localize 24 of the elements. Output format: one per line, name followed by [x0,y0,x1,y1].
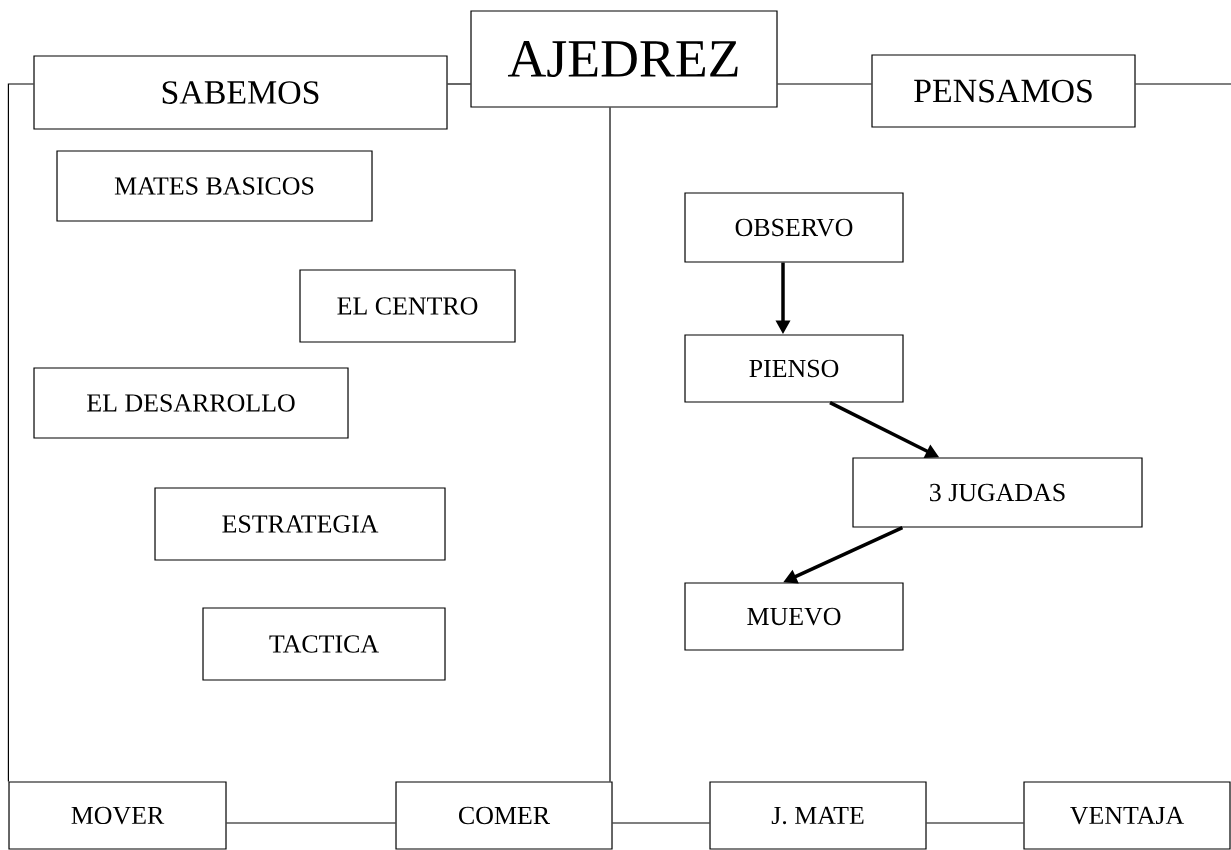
connector-line [226,822,396,824]
heading-box: PENSAMOS [871,54,1136,128]
connector-line [777,83,872,85]
concept-box: PIENSO [684,334,904,403]
connector-line [926,822,1024,824]
connector-line [1135,83,1231,85]
heading-box: SABEMOS [33,55,448,130]
connector-line [609,107,611,782]
title-box: AJEDREZ [470,10,778,108]
connector-line [447,83,471,85]
concept-box: VENTAJA [1023,781,1231,850]
concept-box: J. MATE [709,781,927,850]
concept-box: 3 JUGADAS [852,457,1143,528]
concept-box: MUEVO [684,582,904,651]
concept-box: ESTRATEGIA [154,487,446,561]
concept-box: TACTICA [202,607,446,681]
concept-box: EL DESARROLLO [33,367,349,439]
concept-box: OBSERVO [684,192,904,263]
concept-box: MOVER [8,781,227,850]
concept-box: MATES BASICOS [56,150,373,222]
connector-line [7,83,34,782]
connector-line [612,822,710,824]
concept-box: COMER [395,781,613,850]
concept-box: EL CENTRO [299,269,516,343]
